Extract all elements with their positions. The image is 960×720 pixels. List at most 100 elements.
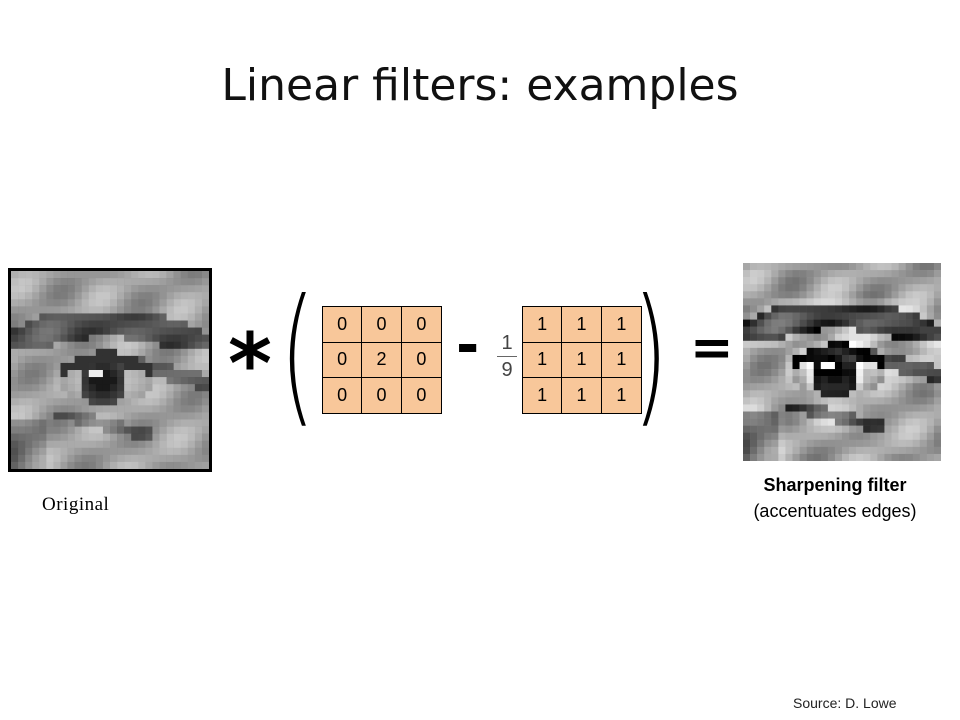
pixel [110,384,118,392]
pixel [778,369,786,377]
pixel [88,271,97,279]
pixel [138,320,146,328]
pixel [778,347,786,356]
pixel [827,284,836,292]
original-image [8,268,212,472]
pixel [32,334,40,343]
pixel [849,362,857,370]
pixel [194,355,203,364]
pixel [898,326,906,335]
pixel [933,270,941,278]
pixel [827,397,836,405]
pixel [159,320,167,328]
pixel [25,419,33,427]
pixel [877,369,885,377]
pixel [60,405,68,413]
pixel [39,341,47,350]
pixel [785,340,793,349]
kernel-cell: 1 [562,307,602,343]
pixel [834,362,843,370]
pixel [926,326,935,335]
pixel [81,440,90,449]
pixel [32,271,40,279]
pixel [898,411,906,419]
pixel [856,376,864,384]
pixel [792,411,800,419]
pixel [926,312,935,320]
pixel [870,369,878,377]
pixel [124,292,132,300]
pixel [81,391,90,399]
pixel [842,404,850,412]
pixel [117,285,125,293]
pixel [870,270,878,278]
pixel [32,299,40,307]
pixel [53,327,61,335]
pixel [117,447,125,456]
pixel [884,277,892,285]
pixel [117,454,125,463]
pixel [785,263,793,271]
pixel [60,370,68,378]
pixel [757,305,765,313]
pixel [877,291,885,299]
pixel [891,446,899,455]
pixel [124,313,132,321]
pixel [863,284,871,292]
pixel [743,277,751,285]
pixel [194,384,203,392]
pixel [750,383,758,391]
pixel [891,411,899,419]
pixel [166,384,174,392]
pixel [67,348,75,357]
pixel [849,298,857,306]
pixel [863,404,871,412]
pixel [806,411,815,419]
pixel [870,305,878,313]
pixel [173,405,182,413]
pixel [870,397,878,405]
pixel [891,319,899,327]
pixel [827,270,836,278]
pixel [778,270,786,278]
pixel [785,453,793,461]
pixel [117,391,125,399]
pixel [778,263,786,271]
pixel [912,312,921,320]
pixel [771,319,779,327]
pixel [785,362,793,370]
pixel [18,320,26,328]
pixel [863,425,871,434]
pixel [757,347,765,356]
pixel [81,341,90,350]
pixel [110,292,118,300]
pixel [102,278,111,286]
pixel [53,334,61,343]
pixel [933,418,941,426]
pixel [124,391,132,399]
pixel [891,383,899,391]
pixel [820,390,829,398]
pixel [827,298,836,306]
pixel [933,284,941,292]
pixel [95,334,104,343]
pixel [764,319,772,327]
pixel [95,447,104,456]
pixel [102,461,111,469]
pixel [53,306,61,314]
pixel [18,447,26,456]
pixel [46,292,54,300]
pixel [88,348,97,357]
pixel [102,306,111,314]
pixel [110,320,118,328]
pixel [764,291,772,299]
pixel [849,446,857,455]
pixel [201,348,209,357]
pixel [912,298,921,306]
pixel [870,432,878,441]
pixel [778,291,786,299]
pixel [187,341,196,350]
pixel [74,292,83,300]
pixel [159,362,167,371]
pixel [180,461,189,469]
